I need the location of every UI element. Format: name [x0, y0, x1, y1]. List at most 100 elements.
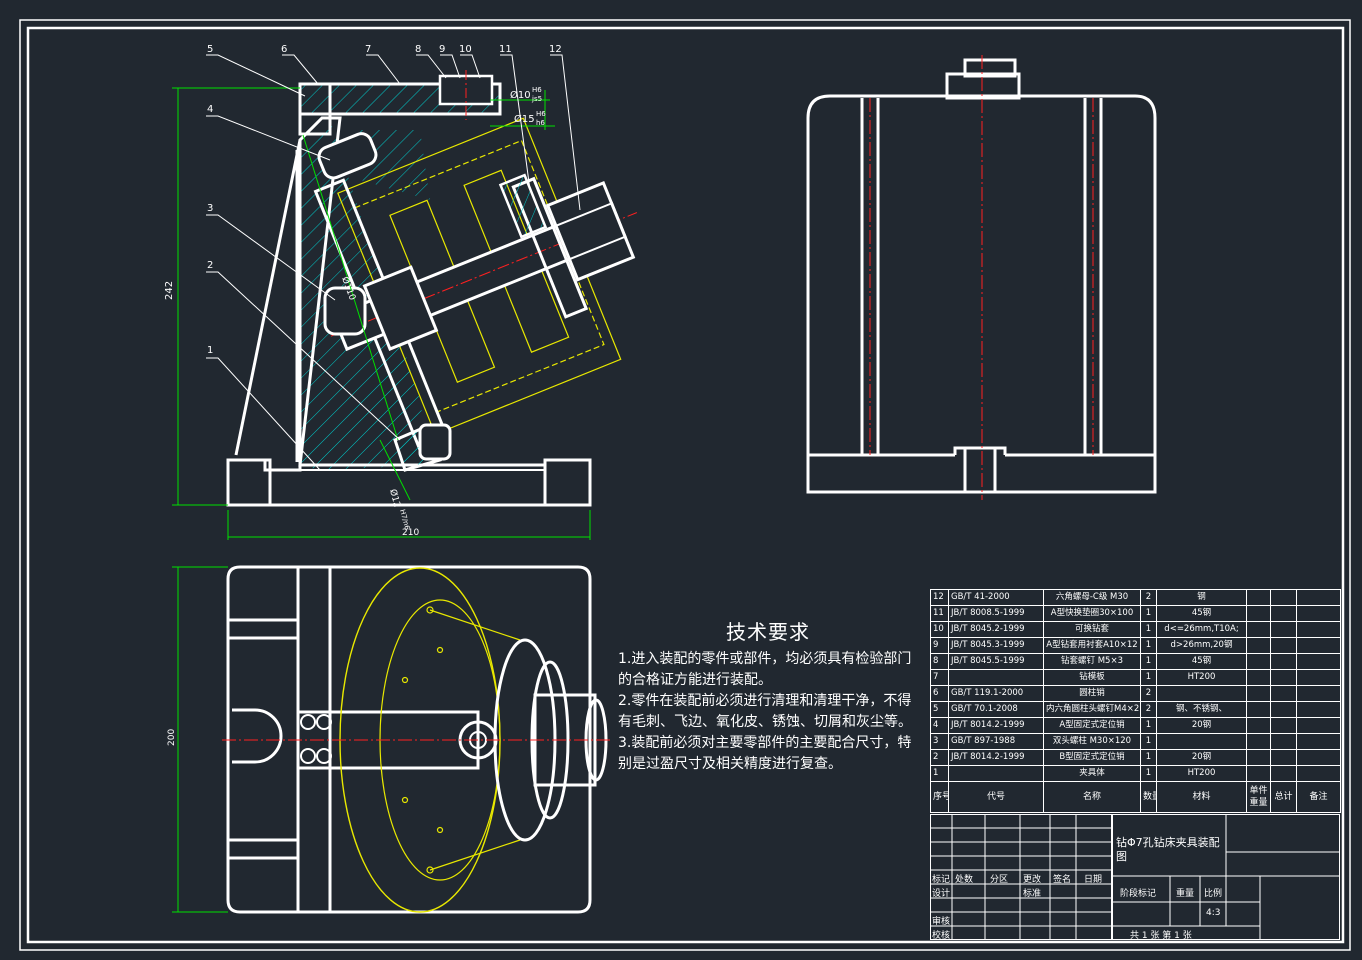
bom-cell-name: B型固定式定位销	[1043, 749, 1141, 766]
top-bolt-holes	[401, 606, 444, 874]
bom-cell-remark	[1296, 669, 1341, 686]
tb-stage-mark: 阶段标记	[1120, 889, 1157, 899]
bom-cell-qty: 1	[1140, 717, 1157, 734]
top-pin-hole-d	[316, 748, 332, 764]
bom-cell-total	[1270, 749, 1297, 766]
bom-cell-unit	[1246, 589, 1271, 606]
bom-cell-no: 11	[930, 605, 949, 622]
bom-cell-no: 5	[930, 701, 949, 718]
bom-cell-qty: 1	[1140, 749, 1157, 766]
drawing-title: 钻Φ7孔钻床夹具装配图	[1116, 836, 1220, 863]
bom-cell-total	[1270, 589, 1297, 606]
bom-header-weight-label: 重量	[1249, 798, 1268, 808]
dim-fit-15-upper: H6	[536, 110, 546, 118]
bom-cell-qty: 1	[1140, 621, 1157, 638]
bom-cell-qty: 1	[1140, 669, 1157, 686]
locating-pin-bottom	[393, 422, 452, 472]
tb-design: 设计	[932, 889, 951, 899]
dim-fit-15-lower: h6	[536, 119, 545, 127]
side-slot	[953, 446, 1007, 492]
washer-hatch	[498, 173, 548, 239]
side-body-outline	[806, 94, 1157, 494]
bom-cell-name: A型固定式定位销	[1043, 717, 1141, 734]
bom-cell-code	[948, 669, 1044, 686]
bom-cell-material: 45钢	[1156, 653, 1247, 670]
tech-requirements-title: 技术要求	[726, 620, 810, 644]
bom-cell-material: 钢、不锈钢、	[1156, 701, 1247, 718]
side-top-nut	[963, 58, 1017, 78]
tb-date: 日期	[1084, 875, 1103, 885]
tb-zone: 分区	[990, 875, 1009, 885]
bom-cell-remark	[1296, 733, 1341, 750]
bom-header-material: 材料	[1156, 781, 1247, 813]
tb-standard: 标准	[1023, 889, 1042, 899]
bom-cell-unit	[1246, 685, 1271, 702]
bom-cell-no: 9	[930, 637, 949, 654]
top-pin-hole-c	[300, 748, 316, 764]
bom-header-name: 名称	[1043, 781, 1141, 813]
bom-cell-code: GB/T 70.1-2008	[948, 701, 1044, 718]
bom-cell-remark	[1296, 589, 1341, 606]
bom-cell-remark	[1296, 637, 1341, 654]
bom-cell-unit	[1246, 765, 1271, 782]
bom-cell-no: 1	[930, 765, 949, 782]
bom-cell-no: 3	[930, 733, 949, 750]
tech-requirement-1: 1.进入装配的零件或部件，均必须具有检验部门的合格证方能进行装配。	[618, 651, 912, 688]
bom-cell-unit	[1246, 669, 1271, 686]
bom-cell-material: HT200	[1156, 669, 1247, 686]
bom-header-unit: 单件重量	[1246, 781, 1271, 813]
bom-cell-code: JB/T 8008.5-1999	[948, 605, 1044, 622]
bom-cell-remark	[1296, 621, 1341, 638]
bom-cell-unit	[1246, 653, 1271, 670]
callout-1: 1	[207, 345, 213, 356]
title-block-grid	[930, 814, 1340, 940]
bom-cell-unit	[1246, 621, 1271, 638]
top-pin-hole-a	[300, 714, 316, 730]
bom-cell-total	[1270, 685, 1297, 702]
bom-cell-name: A型钻套用衬套A10×12	[1043, 637, 1141, 654]
title-block: 钻Φ7孔钻床夹具装配图 标记 处数 分区 更改 签名 日期 设计 标准 审核 校…	[930, 814, 1340, 941]
bom-cell-code: JB/T 8045.5-1999	[948, 653, 1044, 670]
bom-cell-unit	[1246, 637, 1271, 654]
bom-cell-material	[1156, 733, 1247, 750]
bom-cell-material: 钢	[1156, 589, 1247, 606]
side-view	[806, 55, 1157, 500]
tb-scale-label: 比例	[1204, 889, 1223, 899]
tb-change: 更改	[1023, 875, 1042, 885]
dim-fit-10-upper: H6	[532, 86, 542, 94]
bom-cell-no: 10	[930, 621, 949, 638]
bom-cell-name: 可换钻套	[1043, 621, 1141, 638]
bom-cell-unit	[1246, 717, 1271, 734]
tb-mark: 标记	[932, 875, 951, 885]
bom-cell-material: 45钢	[1156, 605, 1247, 622]
bom-cell-qty: 2	[1140, 685, 1157, 702]
bom-cell-code: JB/T 8045.2-1999	[948, 621, 1044, 638]
callout-4: 4	[207, 104, 213, 115]
bom-cell-code: JB/T 8014.2-1999	[948, 749, 1044, 766]
callout-2: 2	[207, 260, 213, 271]
bom-cell-name: 内六角圆柱头螺钉M4×2	[1043, 701, 1141, 718]
dim-200: 200	[167, 729, 177, 746]
outer-frame	[19, 19, 1351, 951]
bom-cell-no: 2	[930, 749, 949, 766]
bom-header-qty: 数量	[1140, 781, 1157, 813]
stud-bolt	[330, 176, 638, 352]
dim-fit-15: Ø15	[514, 113, 535, 125]
bom-cell-unit	[1246, 749, 1271, 766]
bom-cell-total	[1270, 765, 1297, 782]
base-right-foot	[543, 458, 592, 507]
bom-cell-material	[1156, 685, 1247, 702]
bom-cell-name: A型快换垫圈30×100	[1043, 605, 1141, 622]
callout-12: 12	[549, 44, 562, 55]
bom-header-no: 序号	[930, 781, 949, 813]
bom-cell-remark	[1296, 701, 1341, 718]
